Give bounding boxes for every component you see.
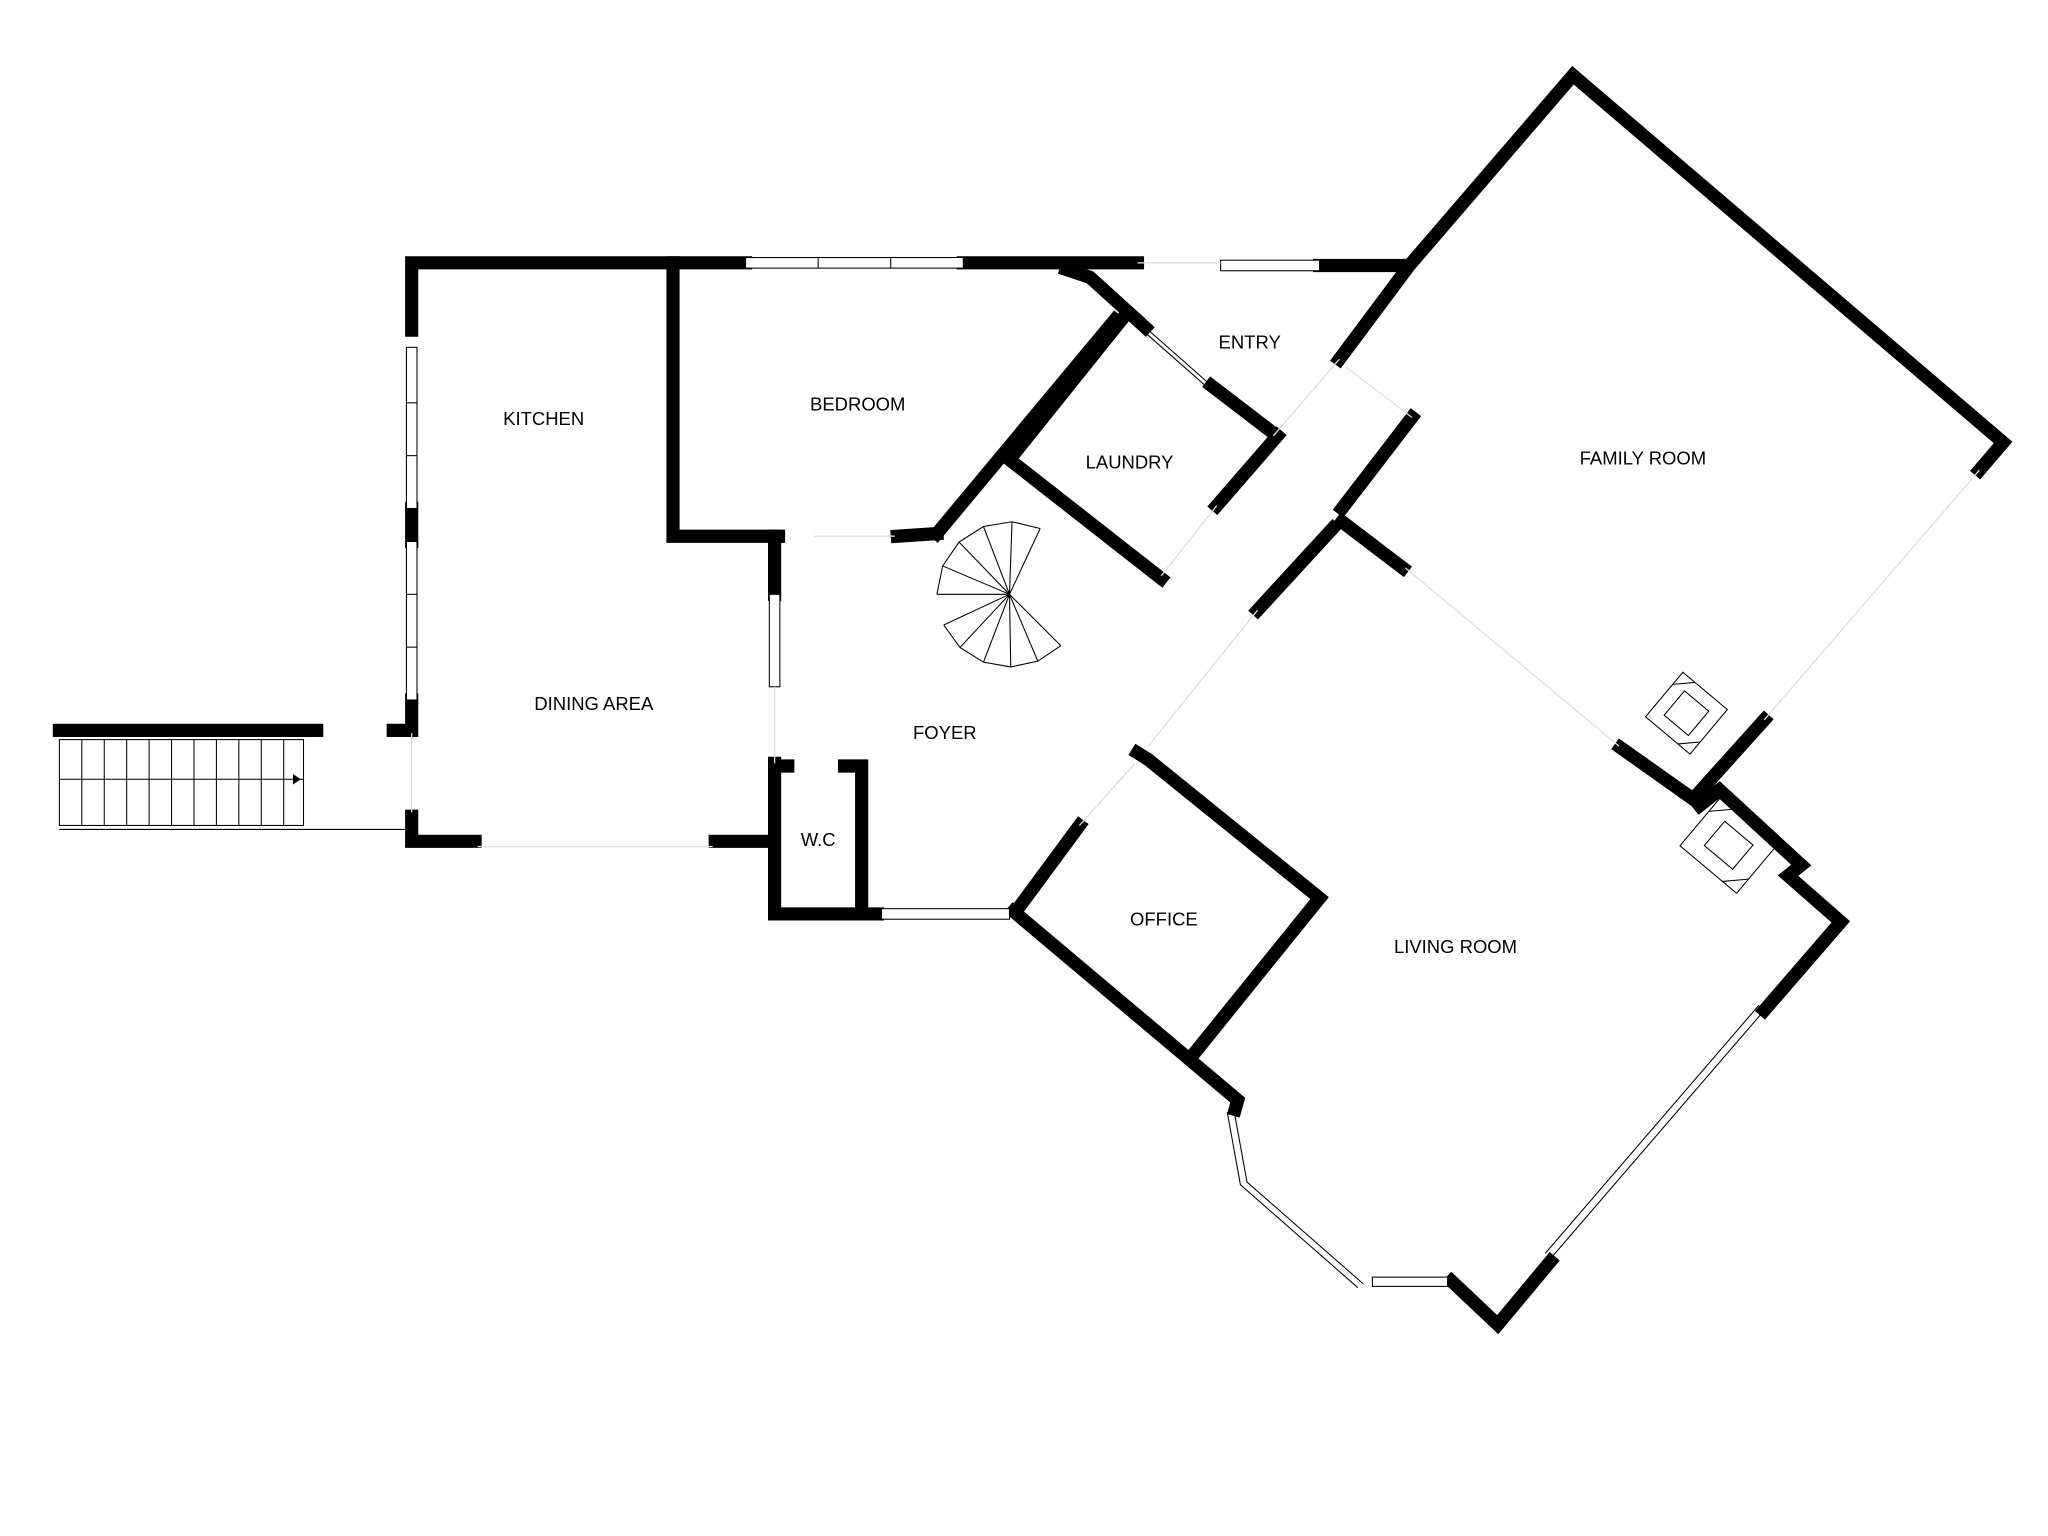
room-label-foyer: FOYER <box>913 722 977 743</box>
spiral-step <box>1009 593 1062 647</box>
spiral-step <box>1009 528 1041 595</box>
openings <box>411 262 1980 848</box>
room-label-bedroom: BEDROOM <box>810 393 905 414</box>
room-label-family-room: FAMILY ROOM <box>1580 447 1707 468</box>
spiral-step <box>959 593 1010 648</box>
room-label-kitchen: KITCHEN <box>503 408 584 429</box>
room-label-entry: ENTRY <box>1219 331 1281 352</box>
spiral-step <box>958 541 1010 595</box>
room-label-wc: W.C <box>801 829 836 850</box>
spiral-step <box>1008 594 1012 667</box>
fireplace-icon <box>1644 671 1729 755</box>
fireplace-icon <box>1679 796 1779 895</box>
spiral-step <box>982 526 1010 595</box>
room-label-dining-area: DINING AREA <box>534 693 654 714</box>
spiral-stairs <box>936 521 1062 668</box>
spiral-step <box>942 565 1010 595</box>
room-label-laundry: LAUNDRY <box>1086 451 1174 472</box>
spiral-step <box>1008 594 1039 662</box>
room-label-living-room: LIVING ROOM <box>1394 936 1517 957</box>
spiral-step <box>1008 521 1013 595</box>
walls <box>52 65 2013 1335</box>
exterior-stairs <box>58 739 407 830</box>
spiral-step <box>943 593 1010 626</box>
room-label-office: OFFICE <box>1130 908 1198 929</box>
windows <box>405 257 1765 1289</box>
spiral-step <box>982 594 1010 663</box>
